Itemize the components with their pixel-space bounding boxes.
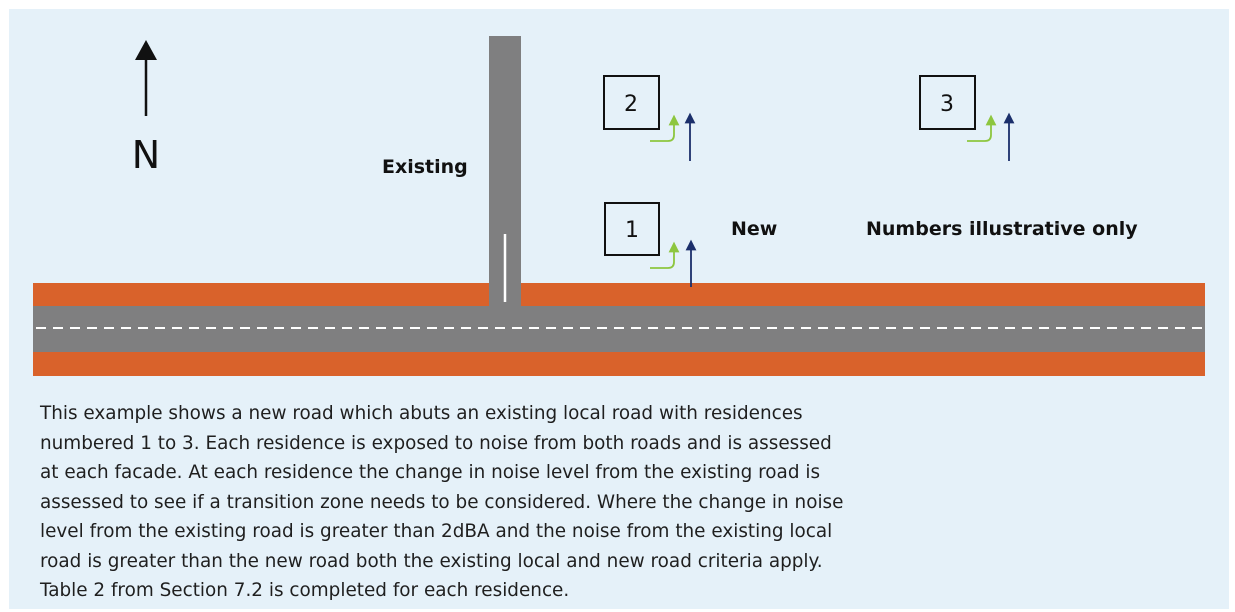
- existing-road: [489, 36, 521, 314]
- new-road-label: New: [731, 218, 777, 240]
- residence-box: [604, 202, 660, 256]
- north-label: N: [132, 133, 160, 177]
- new-road-noise-arrow: [967, 114, 997, 142]
- residence-1: 1: [604, 202, 697, 287]
- residence-2: 2: [603, 75, 696, 161]
- north-arrow: N: [132, 40, 160, 177]
- new-road-noise-arrow: [650, 241, 680, 269]
- residence-number: 3: [940, 92, 954, 117]
- residence-box: [603, 75, 660, 130]
- figure-caption: This example shows a new road which abut…: [40, 403, 844, 601]
- north-arrow-head: [135, 40, 157, 60]
- residence-box: [919, 75, 976, 130]
- residence-number: 2: [624, 92, 638, 117]
- residence-number: 1: [625, 218, 639, 243]
- new-road: [33, 283, 1205, 376]
- new-road-noise-arrow: [650, 114, 680, 142]
- road-noise-diagram: N Existing New Numbers illustrative only…: [33, 36, 1205, 376]
- residence-3: 3: [919, 75, 1015, 161]
- existing-road-label: Existing: [382, 156, 468, 178]
- illustrative-note: Numbers illustrative only: [866, 218, 1138, 240]
